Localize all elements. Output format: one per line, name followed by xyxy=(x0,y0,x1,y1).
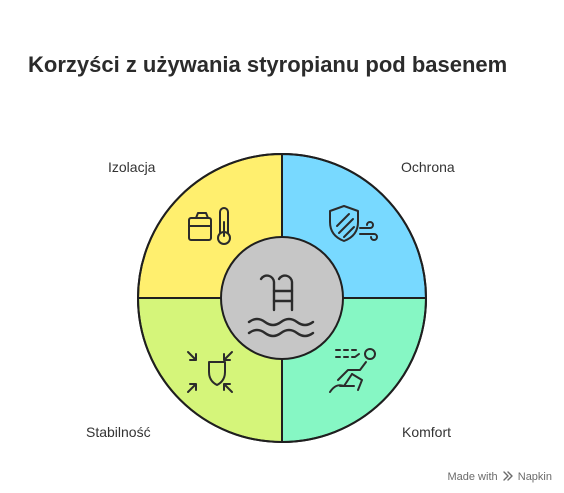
made-with-text: Made with xyxy=(447,471,498,483)
shield-wind-icon xyxy=(329,205,378,242)
label-ochrona: Ochrona xyxy=(401,159,455,175)
diagram-title: Korzyści z używania styropianu pod basen… xyxy=(28,52,508,77)
label-stabilnosc: Stabilność xyxy=(86,424,151,440)
made-with-napkin[interactable]: Made with Napkin xyxy=(447,471,552,483)
napkin-brand: Napkin xyxy=(517,471,552,483)
label-komfort: Komfort xyxy=(402,424,452,440)
napkin-logo-icon xyxy=(502,471,513,481)
center-hub xyxy=(220,236,344,360)
person-relax-icon xyxy=(329,348,376,393)
label-izolacja: Izolacja xyxy=(108,159,156,175)
pool-ladder-icon xyxy=(247,274,315,338)
shield-arrows-icon xyxy=(187,351,233,393)
box-thermometer-icon xyxy=(188,207,231,245)
